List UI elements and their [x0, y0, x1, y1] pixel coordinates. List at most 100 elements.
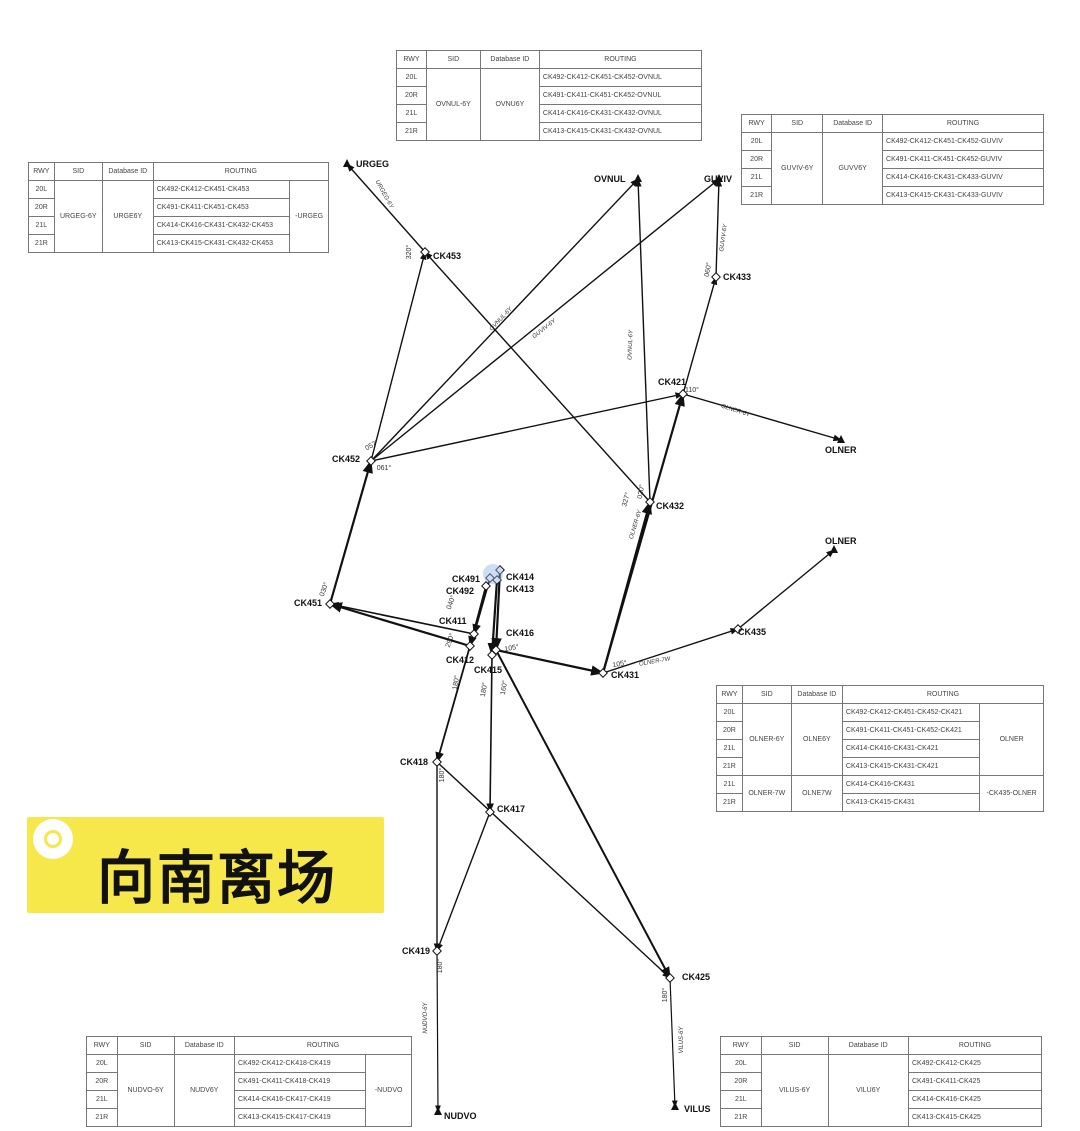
- rwy-cell: 21R: [396, 122, 427, 141]
- sid-cell: NUDVO-6Y: [116, 1054, 175, 1127]
- routing-cell: CK413-CK415-CK431-CK432-OVNUL: [538, 122, 703, 141]
- waypoint-label-ck412: CK412: [446, 655, 474, 665]
- dbid-cell: VILU6Y: [827, 1054, 909, 1127]
- exit-fix-label-nudvo: NUDVO: [444, 1111, 477, 1121]
- route-segment-ck413-ck415: [487, 579, 499, 657]
- route-segment-ck432-ck453: [424, 251, 651, 503]
- header-routing: ROUTING: [152, 162, 330, 181]
- waypoint-marker-ck451: [325, 599, 335, 609]
- routing-cell: CK492-CK412-CK451-CK452-OVNUL: [538, 68, 703, 87]
- heading-label: 057°: [364, 438, 381, 452]
- route-segment-ck411-ck451: [329, 602, 475, 635]
- routing-cell: CK492-CK412-CK451-CK452-CK421: [841, 703, 981, 722]
- sid-cell: OLNER-7W: [741, 775, 792, 812]
- dbid-cell: OLNE7W: [790, 775, 843, 812]
- exit-fix-label-olner2: OLNER: [825, 536, 857, 546]
- dbid-cell: NUDV6Y: [173, 1054, 236, 1127]
- heading-label: 020°: [636, 484, 646, 500]
- header-dbid: Database ID: [827, 1036, 909, 1055]
- waypoint-label-ck432: CK432: [656, 501, 684, 511]
- rwy-cell: 21L: [716, 739, 743, 758]
- waypoint-marker-ck418: [432, 757, 442, 767]
- header-rwy: RWY: [86, 1036, 118, 1055]
- rwy-cell: 20R: [28, 198, 55, 217]
- sid-cell: URGEG-6Y: [53, 180, 103, 253]
- urgeg-sid-table: RWY SID Database ID ROUTING 20L URGEG-6Y…: [28, 162, 330, 253]
- header-dbid: Database ID: [479, 50, 540, 69]
- heading-label: 105°: [612, 659, 628, 669]
- waypoint-label-ck425: CK425: [682, 972, 710, 982]
- southbound-departure-banner: 向南离场: [27, 817, 384, 913]
- route-segment-ck417-ck419: [436, 811, 491, 952]
- header-routing: ROUTING: [907, 1036, 1043, 1055]
- waypoint-label-ck416: CK416: [506, 628, 534, 638]
- waypoint-label-ck451: CK451: [294, 598, 322, 608]
- waypoint-markers: [325, 159, 845, 1115]
- exit-fix-label-urgeg: URGEG: [356, 159, 389, 169]
- route-segment-ck433-guviv: [715, 178, 723, 278]
- header-routing: ROUTING: [841, 685, 1045, 704]
- waypoint-label-ck417: CK417: [497, 804, 525, 814]
- waypoint-label-ck433: CK433: [723, 272, 751, 282]
- route-name-label: OLNER-6Y: [720, 404, 751, 419]
- waypoint-marker-ck415: [487, 650, 497, 660]
- waypoint-marker-ck414: [495, 565, 505, 575]
- waypoint-marker-ck411: [469, 629, 479, 639]
- routing-cell: CK491-CK411-CK451-CK452-OVNUL: [538, 86, 703, 105]
- routing-cell: CK491-CK411-CK418-CK419: [234, 1072, 367, 1091]
- waypoint-marker-ck432: [645, 497, 655, 507]
- waypoint-label-ck452: CK452: [332, 454, 360, 464]
- routing-cell: CK491-CK411-CK451-CK452-CK421: [841, 721, 981, 740]
- rwy-cell: 21R: [740, 186, 773, 205]
- route-name-label: OLNER-7W: [639, 656, 673, 668]
- rwy-cell: 21R: [716, 793, 743, 812]
- heading-label: 180°: [479, 682, 489, 698]
- route-segment-ck419-nudvo: [435, 950, 441, 1113]
- heading-label: 180°: [438, 768, 446, 783]
- route-segment-ck452-ck421: [370, 392, 684, 462]
- waypoint-label-ck435: CK435: [738, 627, 766, 637]
- header-sid: SID: [425, 50, 481, 69]
- heading-label: 327°: [620, 491, 632, 507]
- heading-label: 160°: [499, 680, 509, 696]
- rwy-cell: 21R: [716, 757, 743, 776]
- route-name-label: VILUS-6Y: [679, 1026, 685, 1054]
- sid-cell: GUVIV-6Y: [771, 132, 824, 205]
- header-routing: ROUTING: [538, 50, 703, 69]
- heading-label: 105°: [504, 643, 520, 653]
- dbid-cell: URGE6Y: [101, 180, 154, 253]
- dbid-cell: GUVV6Y: [822, 132, 884, 205]
- waypoint-marker-ck435: [733, 624, 743, 634]
- header-sid: SID: [53, 162, 103, 181]
- waypoint-label-ck415: CK415: [474, 665, 502, 675]
- route-segment-ck416-ck431: [495, 648, 605, 676]
- routing-cell: CK414-CK416-CK431-CK421: [841, 739, 981, 758]
- waypoint-marker-ck431: [598, 668, 608, 678]
- routing-cell: CK492-CK412-CK451-CK453: [152, 180, 291, 199]
- waypoint-label-ck418: CK418: [400, 757, 428, 767]
- route-segment-ck431-ck435: [602, 628, 739, 674]
- heading-label: 110°: [685, 386, 699, 394]
- dbid-cell: OLNE6Y: [790, 703, 843, 776]
- exit-fix-triangle-nudvo: [434, 1107, 442, 1115]
- route-segment-ck416-ck425: [495, 649, 671, 980]
- routing-cell: CK414-CK416-CK431-CK432-OVNUL: [538, 104, 703, 123]
- route-segment-ck431-ck421: [601, 392, 685, 674]
- rwy-cell: 20L: [720, 1054, 762, 1073]
- header-routing: ROUTING: [882, 114, 1044, 133]
- routing-cell: CK492-CK412-CK418-CK419: [234, 1054, 367, 1073]
- rwy-cell: 20R: [720, 1072, 762, 1091]
- guviv-sid-table: RWY SID Database ID ROUTING 20L GUVIV-6Y…: [740, 114, 1044, 205]
- rwy-cell: 21R: [720, 1108, 762, 1127]
- waypoint-marker-ck433: [711, 272, 721, 282]
- exit-fix-label-ovnul: OVNUL: [594, 174, 626, 184]
- heading-label: 180°: [436, 959, 444, 974]
- exit-fix-label-olner1: OLNER: [825, 445, 857, 455]
- rwy-cell: 21L: [86, 1090, 118, 1109]
- header-sid: SID: [760, 1036, 829, 1055]
- header-sid: SID: [771, 114, 824, 133]
- rwy-cell: 21R: [28, 234, 55, 253]
- rwy-cell: 20R: [396, 86, 427, 105]
- route-name-label: NUDVO-6Y: [423, 1002, 429, 1034]
